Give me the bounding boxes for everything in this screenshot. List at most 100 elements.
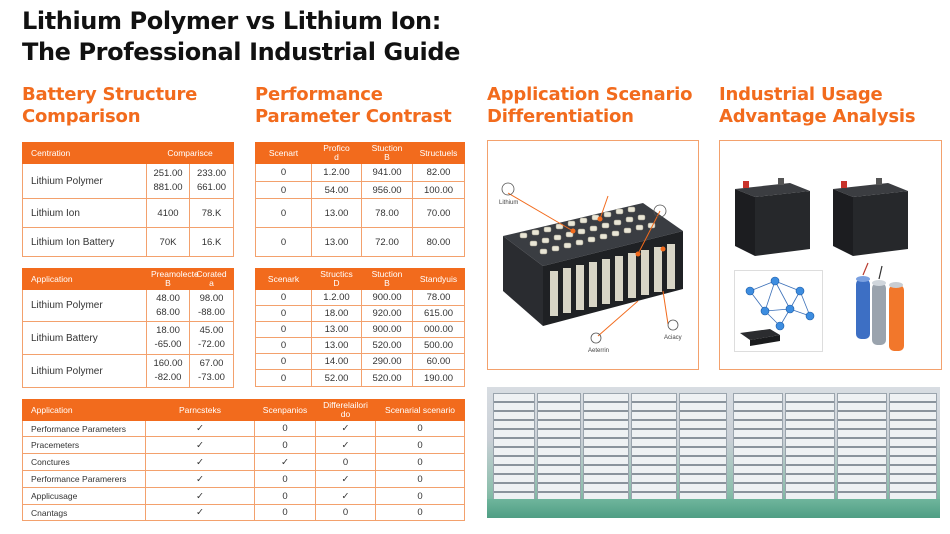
table-cell: 941.00: [361, 163, 413, 182]
row-label: Performance Parameters: [22, 420, 146, 437]
table-cell: 67.00-73.00: [189, 354, 234, 388]
table-cell: 190.00: [412, 369, 465, 387]
lead-acid-battery-icon: [735, 178, 908, 256]
table-header: Application: [22, 399, 146, 421]
table-header: Structics D: [311, 268, 362, 290]
battery-pack-icon: [501, 182, 683, 344]
factory-racks-image: [487, 387, 940, 518]
table-cell: 615.00: [412, 305, 465, 322]
table-header: Scenark: [255, 268, 312, 290]
row-label: Lithium Polymer: [22, 163, 147, 199]
section-heading-line: Industrial Usage: [719, 84, 883, 105]
table-cell: 0: [375, 470, 465, 488]
row-label: Performance Paramerers: [22, 470, 146, 488]
table-cell: 0: [255, 181, 312, 199]
table-cell: 52.00: [311, 369, 362, 387]
table-cell: 0: [255, 353, 312, 370]
title-line-1: Lithium Polymer vs Lithium Ion:: [22, 7, 441, 35]
section-heading-structure: Battery Structure Comparison: [22, 84, 197, 128]
table-cell: 0: [255, 198, 312, 228]
table-cell: 0: [255, 337, 312, 354]
table-header: Differelailori do: [315, 399, 376, 421]
table-header: Structuels: [412, 142, 465, 164]
table-row: Lithium Ion Battery 70K 16.K: [22, 227, 235, 257]
check-icon: ✓: [145, 436, 255, 454]
table-row: Performance Parameters✓0✓0: [22, 420, 465, 437]
check-icon: ✓: [145, 504, 255, 521]
table-cell: 500.00: [412, 337, 465, 354]
check-icon: ✓: [315, 420, 376, 437]
structure-table: Centration Comparisce Lithium Polymer 25…: [22, 142, 235, 257]
table-header: Preamolecte B: [146, 268, 199, 290]
check-icon: ✓: [145, 487, 255, 505]
table-cell: 54.00: [311, 181, 362, 199]
table-cell: 0: [255, 321, 312, 338]
table-cell: 290.00: [361, 353, 413, 370]
table-cell: 0: [375, 453, 465, 471]
table-row: Pracemeters✓0✓0: [22, 436, 465, 454]
row-label: Lithium Polymer: [22, 289, 147, 322]
row-label: Lithium Polymer: [22, 354, 147, 388]
table-row: Applicusage✓0✓0: [22, 487, 465, 505]
section-heading-line: Parameter Contrast: [255, 106, 452, 127]
section-heading-application: Application Scenario Differentiation: [487, 84, 692, 128]
check-icon: ✓: [145, 420, 255, 437]
section-heading-line: Performance: [255, 84, 383, 105]
row-label: Lithium Battery: [22, 321, 147, 355]
table-cell: 18.00-65.00: [146, 321, 190, 355]
network-diagram-icon: [734, 270, 823, 352]
battery-pack-panel: Lithium Aeterrin Aciacy: [487, 140, 699, 370]
table-cell: 956.00: [361, 181, 413, 199]
table-cell: 0: [254, 436, 316, 454]
check-icon: ✓: [254, 453, 316, 471]
table-header: Stuction B: [361, 268, 413, 290]
callout-label: Aciacy: [664, 335, 682, 341]
section-heading-line: Comparison: [22, 106, 141, 127]
title-line-2: The Professional Industrial Guide: [22, 38, 461, 66]
table-cell: 13.00: [311, 227, 362, 257]
section-heading-line: Differentiation: [487, 106, 634, 127]
table-cell: 14.00: [311, 353, 362, 370]
row-label: Lithium Ion: [22, 198, 147, 228]
application-table: Application Preamolecte B Corated a Lith…: [22, 268, 234, 388]
cylindrical-cells-icon: [856, 262, 904, 351]
section-heading-line: Application Scenario: [487, 84, 693, 105]
table-header: Parncsteks: [145, 399, 255, 421]
table-header: Standyuis: [412, 268, 465, 290]
table-header: Comparisce: [145, 142, 235, 164]
table-cell: 82.00: [412, 163, 465, 182]
table-cell: 160.00-82.00: [146, 354, 190, 388]
row-label: Cnantags: [22, 504, 146, 521]
table-header: Scenart: [255, 142, 312, 164]
performance-table: Scenart Profico d Stuction B Structuels …: [255, 142, 465, 257]
table-cell: 000.00: [412, 321, 465, 338]
checklist-table: Application Parncsteks Scenpanios Differ…: [22, 399, 465, 521]
table-cell: 80.00: [412, 227, 465, 257]
check-icon: ✓: [145, 470, 255, 488]
table-cell: 70.00: [412, 198, 465, 228]
table-cell: 0: [375, 487, 465, 505]
table-header: Scenpanios: [254, 399, 316, 421]
check-icon: ✓: [315, 436, 376, 454]
table-cell: 100.00: [412, 181, 465, 199]
table-cell: 4100: [146, 198, 190, 228]
callout-label: Lithium: [499, 200, 519, 206]
table-cell: 1.2.00: [311, 163, 362, 182]
table-cell: 0: [375, 420, 465, 437]
table-cell: 45.00-72.00: [189, 321, 234, 355]
section-heading-line: Battery Structure: [22, 84, 198, 105]
